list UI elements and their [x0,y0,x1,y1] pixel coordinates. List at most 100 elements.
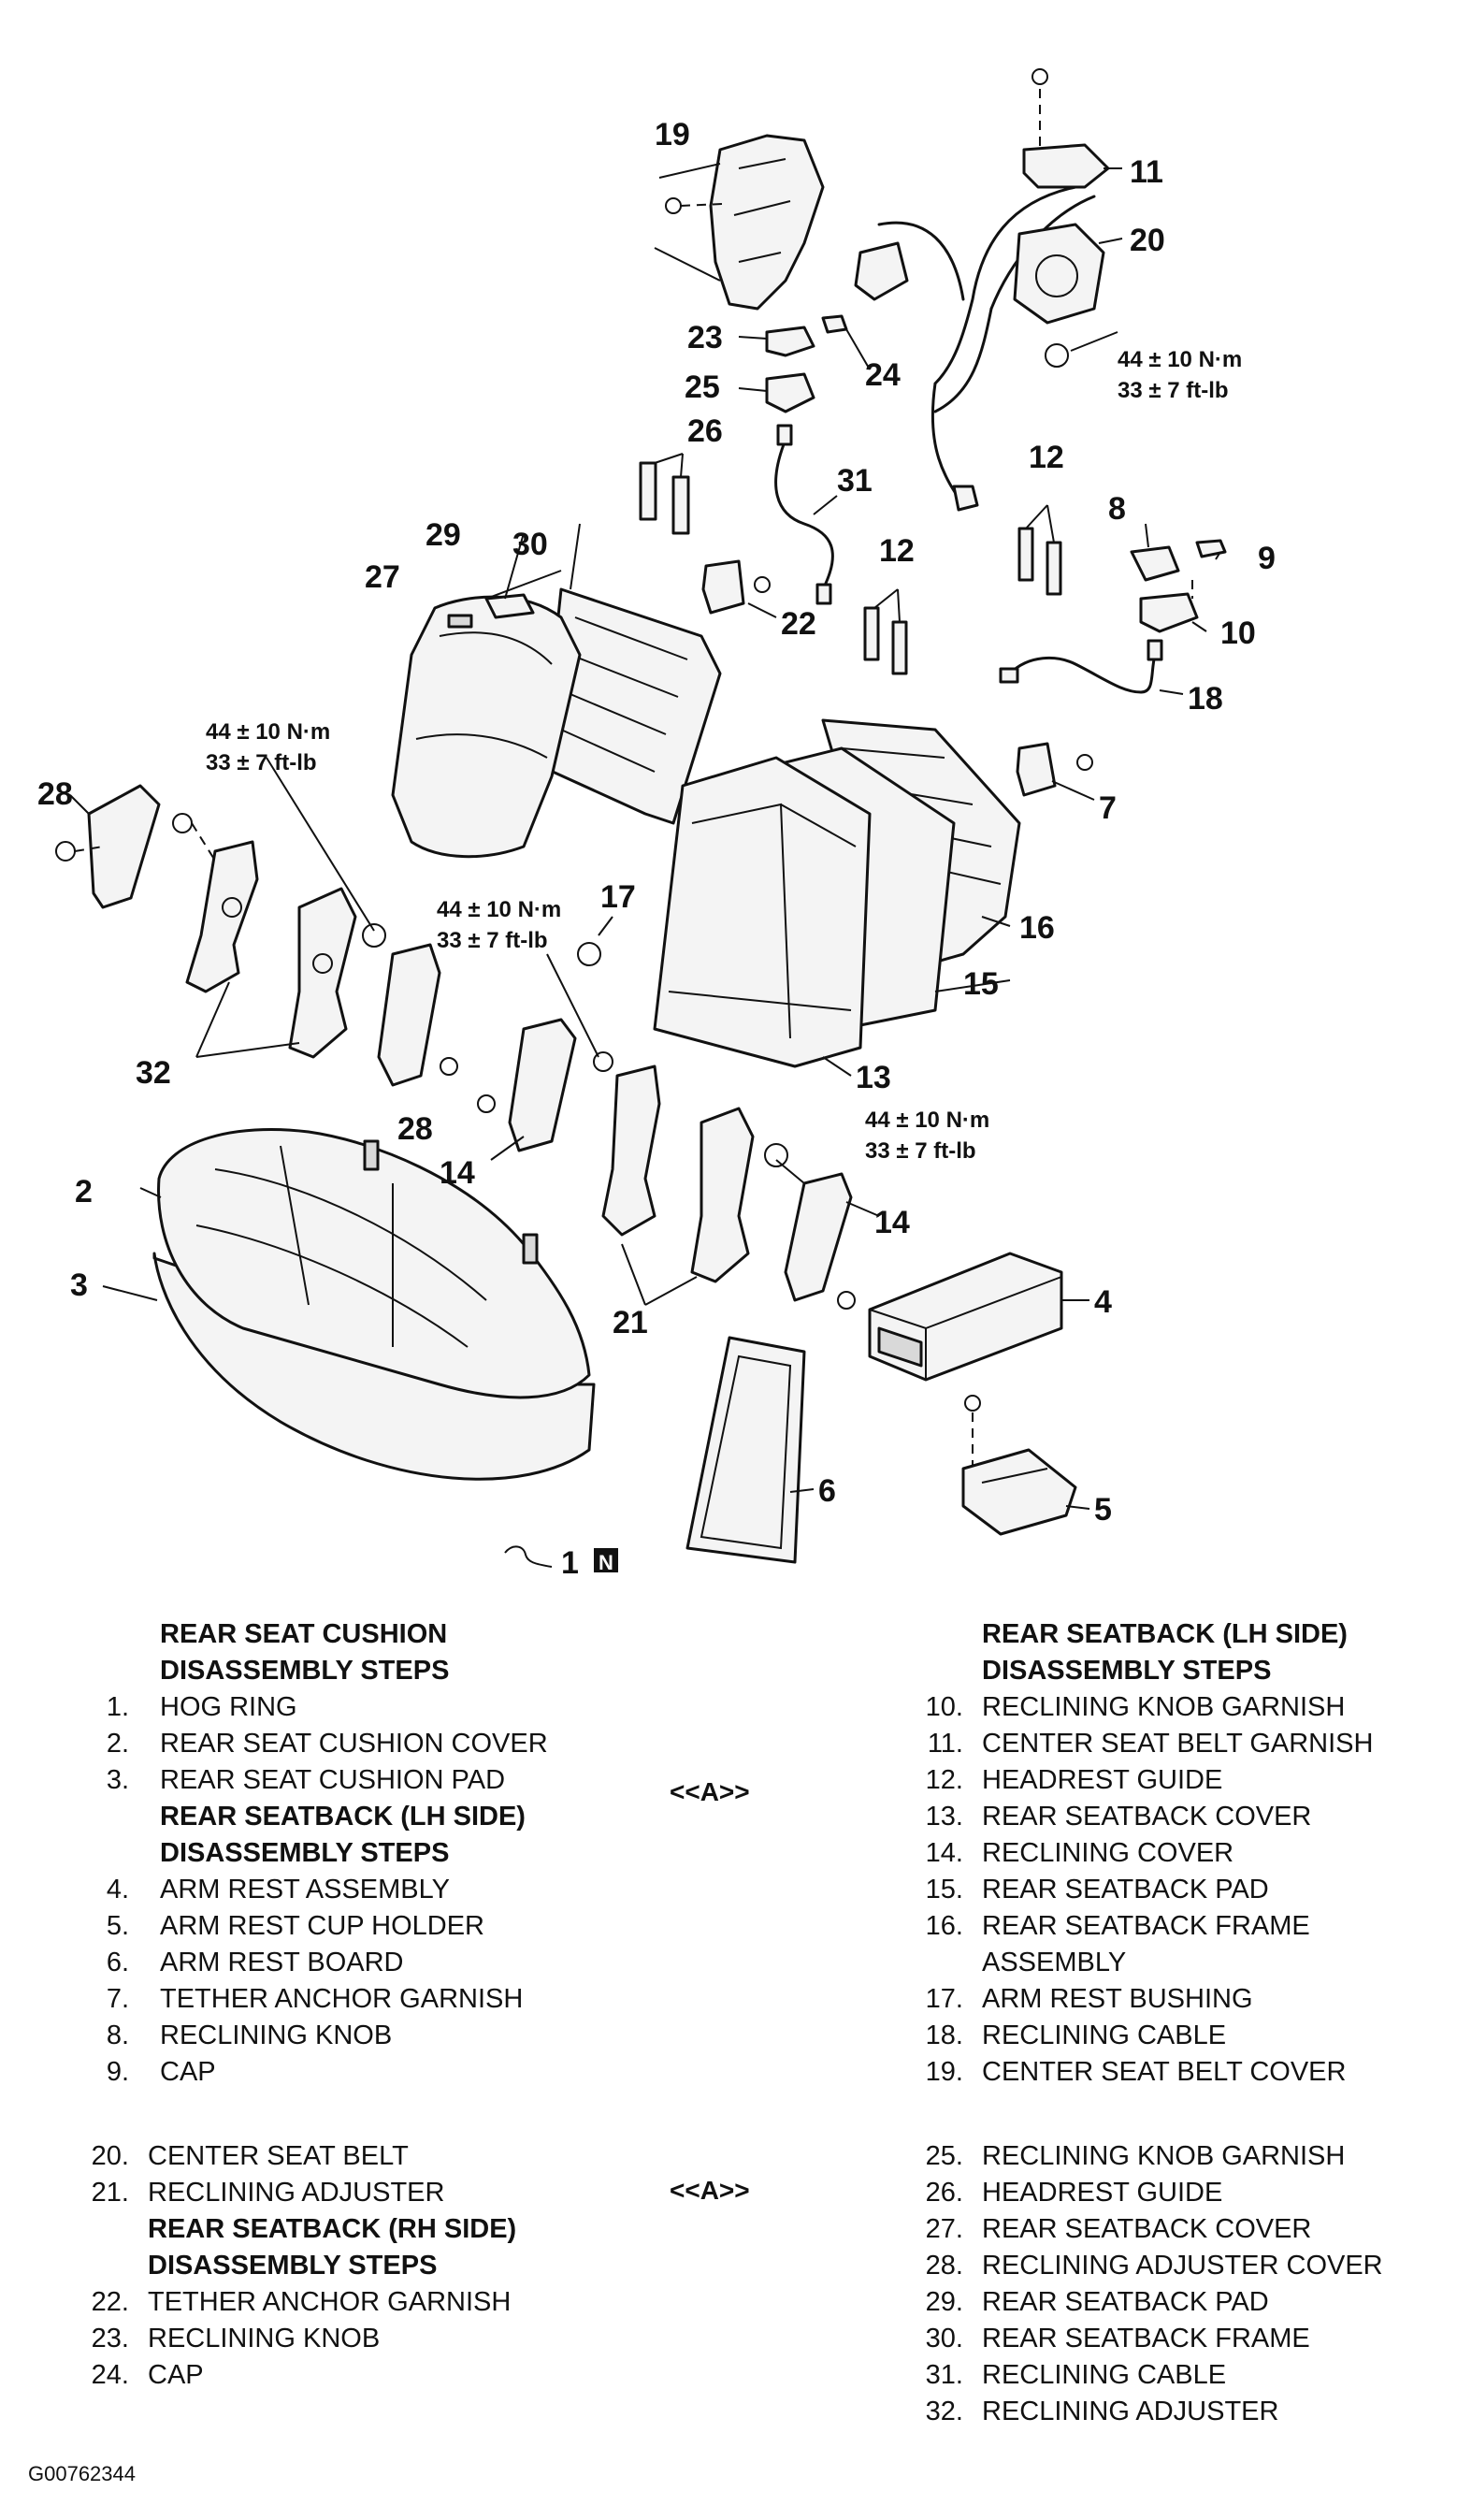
callout-14-center: 14 [440,1155,475,1191]
part-10-reclining-knob-garnish [1139,592,1199,633]
callout-19: 19 [655,117,690,152]
legend-item-32: 32.RECLINING ADJUSTER [925,2397,1279,2426]
part-21-reclining-adjuster [593,1051,788,1283]
callout-28-left: 28 [37,776,73,812]
callout-16: 16 [1019,910,1055,946]
legend-item-17: 17.ARM REST BUSHING [925,1984,1253,2014]
legend-item-27: 27.REAR SEATBACK COVER [925,2214,1312,2244]
callout-3: 3 [70,1267,88,1303]
ref-mark-a: <<A>> [670,1777,750,1806]
torque-ftlb-center: 33 ± 7 ft-lb [437,928,548,953]
callout-15: 15 [963,966,999,1002]
callout-12-center: 12 [879,533,915,569]
legend-rear-seatback-lh: REAR SEATBACK (LH SIDE) DISASSEMBLY STEP… [912,1616,1374,2091]
callout-7: 7 [1099,790,1117,826]
legend-item-4: 4.ARM REST ASSEMBLY [106,1875,450,1904]
callout-32: 32 [136,1055,171,1091]
legend-item-5: 5.ARM REST CUP HOLDER [106,1911,484,1941]
callout-17: 17 [600,879,636,915]
legend-item-22: 22.TETHER ANCHOR GARNISH [91,2287,512,2317]
legend-item-15: 15.REAR SEATBACK PAD [925,1875,1269,1904]
part-2-rear-seat-cushion-cover [157,1128,591,1399]
legend-item-2: 2.REAR SEAT CUSHION COVER [106,1729,548,1759]
legend-item-26: 26.HEADREST GUIDE [925,2178,1223,2208]
legend-item-29: 29.REAR SEATBACK PAD [925,2287,1269,2317]
callout-29: 29 [426,517,461,553]
part-23-reclining-knob [765,326,815,357]
callout-20: 20 [1130,223,1165,258]
part-11-center-seat-belt-garnish [1022,68,1110,189]
callout-12-right: 12 [1029,440,1064,475]
part-24-cap [821,314,848,334]
torque-ftlb-left: 33 ± 7 ft-lb [206,750,317,775]
legend-rear-seatback-rh: 25.RECLINING KNOB GARNISH 26.HEADREST GU… [912,2138,1383,2430]
callout-24: 24 [865,357,901,393]
legend-item-24: 24.CAP [91,2360,204,2390]
callout-9: 9 [1258,541,1276,576]
callout-4: 4 [1094,1284,1112,1320]
callout-5: 5 [1094,1492,1112,1528]
legend-item-16: 16.REAR SEATBACK FRAME [925,1911,1310,1941]
part-8-reclining-knob [1130,545,1180,582]
callout-26: 26 [687,413,723,449]
part-22-tether-anchor-garnish [701,559,745,615]
legend-heading: DISASSEMBLY STEPS [160,1656,450,1686]
legend-item-9: 9.CAP [106,2057,216,2087]
part-1-hog-ring [504,1545,553,1568]
legend-heading: REAR SEATBACK (LH SIDE) [160,1802,526,1832]
callout-28-center: 28 [397,1111,433,1147]
legend-center-belt-rh: 20.CENTER SEAT BELT 21.RECLINING ADJUSTE… [84,2138,517,2394]
legend-item-10: 10.RECLINING KNOB GARNISH [925,1692,1346,1722]
part-28-reclining-adjuster-cover-left [87,784,161,909]
part-5-arm-rest-cup-holder [961,1395,1077,1536]
torque-nm-belt: 44 ± 10 N·m [1118,347,1242,372]
callout-27: 27 [365,559,400,595]
legend-item-11: 11.CENTER SEAT BELT GARNISH [927,1729,1374,1759]
legend-item-19: 19.CENTER SEAT BELT COVER [925,2057,1347,2087]
legend-item-16-cont: ASSEMBLY [982,1948,1127,1977]
legend-item-28: 28.RECLINING ADJUSTER COVER [925,2251,1383,2281]
figure-id: G00762344 [28,2462,136,2485]
legend-item-12: 12.HEADREST GUIDE [925,1765,1223,1795]
callout-13: 13 [856,1060,891,1095]
part-19-center-seat-belt-cover [665,134,825,311]
callout-2: 2 [75,1174,93,1209]
torque-nm-left: 44 ± 10 N·m [206,719,330,745]
legend-item-14: 14.RECLINING COVER [925,1838,1234,1868]
part-29-rear-seatback-pad [484,593,535,619]
non-reusable-mark: N [599,1551,613,1574]
legend-item-30: 30.REAR SEATBACK FRAME [925,2324,1310,2353]
legend-heading: DISASSEMBLY STEPS [982,1656,1272,1686]
part-26-headrest-guide [639,453,690,535]
legend-item-25: 25.RECLINING KNOB GARNISH [925,2141,1346,2171]
callout-10: 10 [1220,616,1256,651]
callout-22: 22 [781,606,816,642]
legend-item-21: 21.RECLINING ADJUSTER [91,2178,445,2208]
callout-31: 31 [837,463,873,499]
callout-11: 11 [1130,154,1163,190]
part-17-arm-rest-bushing [577,942,601,966]
legend-item-31: 31.RECLINING CABLE [925,2360,1227,2390]
non-reusable-box [594,1548,618,1572]
part-13-rear-seatback-cover [653,756,872,1068]
legend-item-18: 18.RECLINING CABLE [925,2020,1227,2050]
callout-25: 25 [685,369,720,405]
legend-item-1: 1.HOG RING [106,1692,297,1722]
callout-1: 1 [561,1545,579,1581]
part-32-reclining-adjuster [185,840,386,1059]
torque-ftlb-right: 33 ± 7 ft-lb [865,1138,976,1164]
legend-item-8: 8.RECLINING KNOB [106,2020,393,2050]
legend-item-3: 3.REAR SEAT CUSHION PAD [106,1765,506,1795]
legend-item-6: 6.ARM REST BOARD [106,1948,404,1977]
part-25-reclining-knob-garnish [765,372,815,413]
ref-mark-a: <<A>> [670,2176,750,2205]
legend-heading: REAR SEATBACK (RH SIDE) [148,2214,517,2244]
callout-21: 21 [613,1305,648,1340]
callout-6: 6 [818,1473,836,1509]
part-7-tether-anchor-garnish [1016,742,1057,797]
leader-lines [69,167,1221,1510]
legend-item-7: 7.TETHER ANCHOR GARNISH [106,1984,524,2014]
part-28-reclining-adjuster-cover-center [377,943,441,1087]
exploded-view-diagram: N 19 11 20 23 24 25 26 31 12 12 8 9 10 1… [37,68,1276,1581]
part-27-rear-seatback-cover [391,595,582,859]
